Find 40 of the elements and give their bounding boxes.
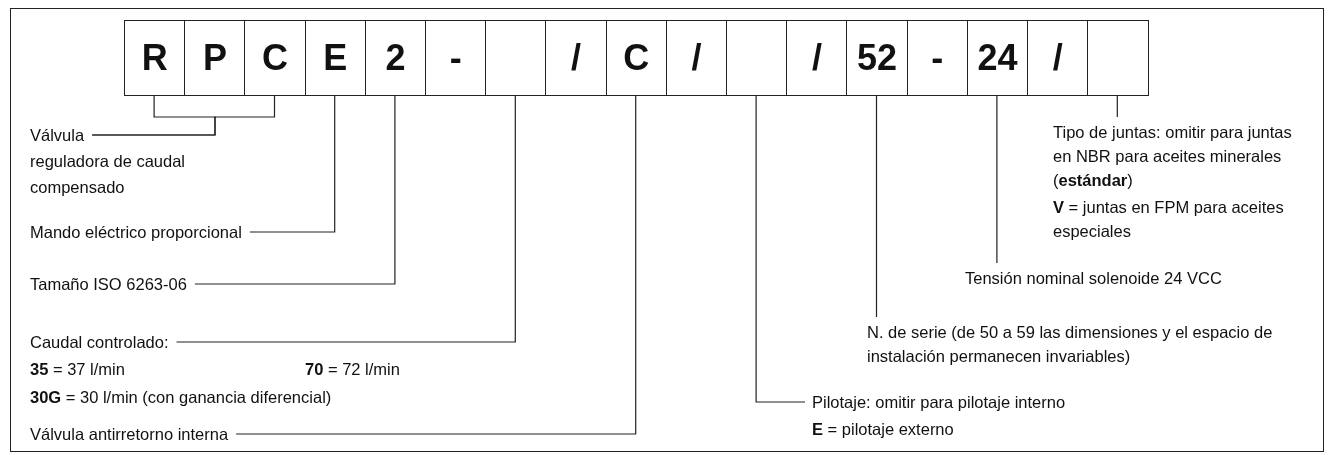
code-segment [1087, 20, 1149, 96]
option-text: 35 = 37 l/min [30, 359, 125, 380]
code-segment: 24 [966, 20, 1029, 96]
callout-text: Tamaño ISO 6263-06 [30, 272, 187, 296]
leader-line [235, 95, 637, 435]
code-segment: P [184, 20, 246, 96]
code-segment: 52 [846, 20, 908, 96]
code-segment: - [906, 20, 968, 96]
code-segment: C [244, 20, 306, 96]
leader-line [91, 95, 276, 136]
leader-line [194, 95, 396, 285]
option-text: E = pilotaje externo [812, 419, 954, 440]
code-segment: / [665, 20, 728, 96]
leader-line [996, 95, 998, 264]
code-segment: E [304, 20, 366, 96]
leader-line [755, 95, 806, 403]
callout-text: N. de serie (de 50 a 59 las dimensiones y el espacio de instalación permanecen invariables) [867, 320, 1322, 368]
leader-line [875, 95, 878, 318]
code-segment: / [786, 20, 848, 96]
callout-text: Válvula reguladora de caudal compensado [30, 122, 230, 200]
code-segment [726, 20, 788, 96]
leader-line [249, 95, 336, 233]
callout-text: Mando eléctrico proporcional [30, 220, 242, 244]
callout-text: Tipo de juntas: omitir para juntas en NBR para aceites minerales (estándar) [1053, 122, 1293, 191]
code-segment: - [425, 20, 487, 96]
option-text: V = juntas en FPM para aceites especiales [1053, 197, 1285, 242]
option-text: 70 = 72 l/min [305, 359, 400, 380]
leader-line [175, 95, 516, 343]
code-segment: C [605, 20, 667, 96]
callout-text: Caudal controlado: [30, 332, 169, 353]
code-segment: / [545, 20, 607, 96]
code-segment: / [1027, 20, 1089, 96]
code-segment [485, 20, 547, 96]
code-segment: R [124, 20, 186, 96]
callout-text: Válvula antirretorno interna [30, 422, 229, 446]
code-segment: 2 [364, 20, 427, 96]
option-text: 30G = 30 l/min (con ganancia diferencial) [30, 387, 332, 408]
leader-line [1116, 95, 1118, 118]
callout-text: Pilotaje: omitir para pilotaje interno [812, 392, 1066, 413]
callout-text: Tensión nominal solenoide 24 VCC [965, 266, 1222, 290]
